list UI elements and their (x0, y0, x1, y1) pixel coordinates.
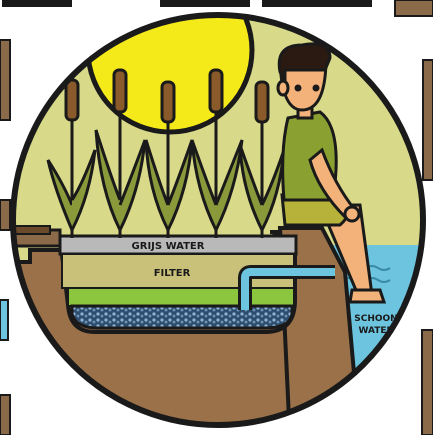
gravel-layer (72, 306, 292, 328)
clean-water-label-line1: SCHOON (354, 314, 397, 324)
clean-water-label-line2: WATER (358, 326, 393, 336)
green-layer (68, 288, 294, 306)
grey-water-label: GRIJS WATER (132, 241, 205, 252)
filter-label: FILTER (154, 268, 191, 279)
